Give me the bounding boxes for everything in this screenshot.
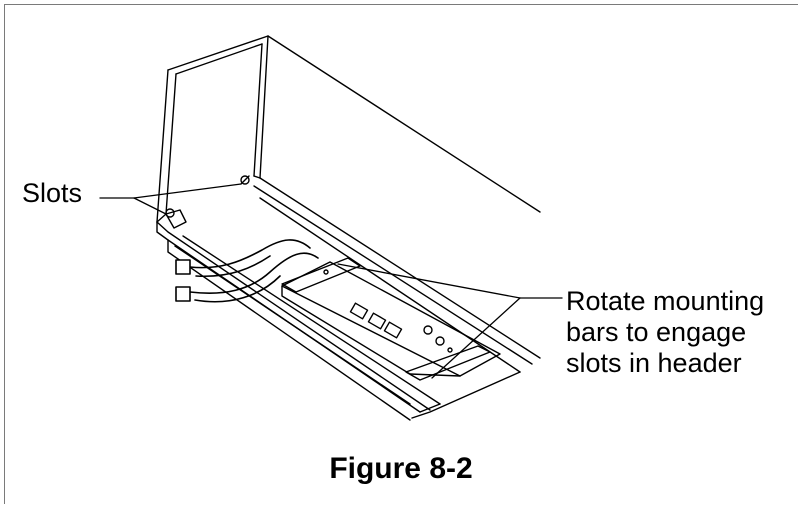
slot-marks xyxy=(165,175,250,218)
figure-caption: Figure 8-2 xyxy=(329,452,473,485)
control-panel xyxy=(281,261,501,377)
figure-frame xyxy=(4,4,798,504)
header-rail xyxy=(156,177,541,421)
unit-housing xyxy=(156,35,541,223)
cables xyxy=(175,239,319,303)
rotate-mounting-bars-callout: Rotate mounting bars to engage slots in … xyxy=(566,286,764,379)
slots-callout-label: Slots xyxy=(22,178,83,208)
leader-lines xyxy=(99,183,563,379)
mounting-bars xyxy=(281,257,491,381)
rotate-callout-line-2: bars to engage xyxy=(566,317,747,347)
rotate-callout-line-1: Rotate mounting xyxy=(566,286,765,316)
rotate-callout-line-3: slots in header xyxy=(566,348,742,378)
